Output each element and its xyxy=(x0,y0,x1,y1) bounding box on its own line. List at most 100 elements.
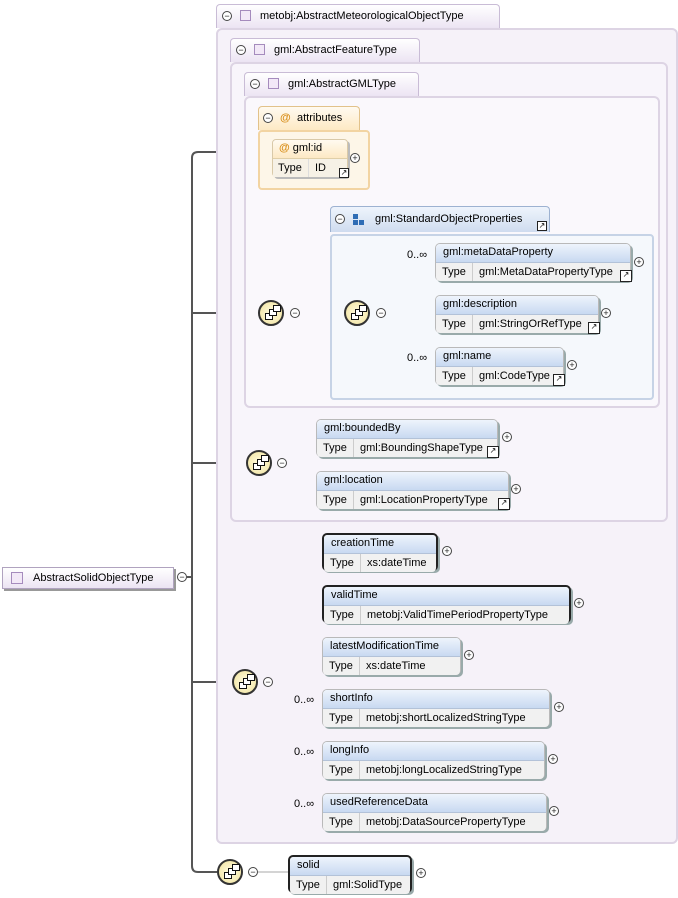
attribute-icon: @ xyxy=(280,112,291,124)
sequence-compositor-icon[interactable] xyxy=(232,669,258,695)
sequence-compositor-icon[interactable] xyxy=(258,300,284,326)
link-icon[interactable]: ↗ xyxy=(537,221,547,231)
sequence-compositor-icon[interactable] xyxy=(217,859,243,885)
collapse-icon[interactable]: − xyxy=(236,45,246,55)
type-key: Type xyxy=(323,709,360,727)
element-name: solid xyxy=(290,857,410,876)
standard-object-properties-tab[interactable]: − gml:StandardObjectProperties ↗ xyxy=(330,206,550,232)
collapse-icon[interactable]: − xyxy=(263,113,273,123)
expand-icon[interactable]: + xyxy=(548,754,558,764)
element-solid[interactable]: solid Type gml:SolidType xyxy=(288,855,412,894)
collapse-icon[interactable]: − xyxy=(177,572,187,582)
element-type: metobj:ValidTimePeriodPropertyType xyxy=(367,609,548,621)
type-key: Type xyxy=(324,606,361,624)
element-name: shortInfo xyxy=(323,690,549,709)
element-name: validTime xyxy=(324,587,569,606)
type-key: Type xyxy=(290,876,327,894)
element-type: gml:StringOrRefType xyxy=(479,318,582,330)
root-complex-type[interactable]: AbstractSolidObjectType xyxy=(2,567,174,589)
element-type: gml:LocationPropertyType xyxy=(360,494,488,506)
gml-type-tab[interactable]: − gml:AbstractGMLType xyxy=(244,72,419,96)
element-type: gml:BoundingShapeType xyxy=(360,442,483,454)
expand-icon[interactable]: + xyxy=(464,650,474,660)
type-key: Type xyxy=(323,813,360,831)
link-icon[interactable]: ↗ xyxy=(487,446,499,458)
sequence-compositor-icon[interactable] xyxy=(344,300,370,326)
collapse-icon[interactable]: − xyxy=(222,11,232,21)
element-type: xs:dateTime xyxy=(366,660,426,672)
attribute-icon: @ xyxy=(279,142,290,154)
element-name: gml:name xyxy=(436,348,563,367)
element-shortInfo[interactable]: shortInfo Type metobj:shortLocalizedStrin… xyxy=(322,689,550,727)
gml-type-label: gml:AbstractGMLType xyxy=(288,78,396,90)
element-name: gml:boundedBy xyxy=(317,420,497,439)
element-name: longInfo xyxy=(323,742,544,761)
cardinality-label: 0..∞ xyxy=(294,694,315,706)
attributes-tab[interactable]: − @ attributes xyxy=(258,106,360,130)
element-name: creationTime xyxy=(324,535,436,554)
collapse-icon[interactable]: − xyxy=(248,867,258,877)
expand-icon[interactable]: + xyxy=(554,702,564,712)
type-key: Type xyxy=(436,315,473,333)
group-icon xyxy=(353,214,365,226)
feature-type-tab[interactable]: − gml:AbstractFeatureType xyxy=(230,38,420,62)
type-key: Type xyxy=(436,367,473,385)
root-line-solid xyxy=(191,682,217,873)
element-type: metobj:shortLocalizedStringType xyxy=(366,712,526,724)
link-icon[interactable]: ↗ xyxy=(339,168,349,178)
element-validTime[interactable]: validTime Type metobj:ValidTimePeriodProp… xyxy=(322,585,571,624)
expand-icon[interactable]: + xyxy=(634,257,644,267)
link-icon[interactable]: ↗ xyxy=(588,322,600,334)
element-type: xs:dateTime xyxy=(367,557,427,569)
expand-icon[interactable]: + xyxy=(350,153,360,163)
cardinality-label: 0..∞ xyxy=(294,746,315,758)
group-label: gml:StandardObjectProperties xyxy=(375,213,523,225)
expand-icon[interactable]: + xyxy=(442,546,452,556)
element-name: gml:description xyxy=(436,296,598,315)
meteorological-object-type-label: metobj:AbstractMeteorologicalObjectType xyxy=(260,10,464,22)
expand-icon[interactable]: + xyxy=(549,806,559,816)
type-key: Type xyxy=(317,439,354,457)
link-icon[interactable]: ↗ xyxy=(553,374,565,386)
complex-type-icon xyxy=(254,44,265,55)
collapse-icon[interactable]: − xyxy=(250,79,260,89)
element-type: metobj:longLocalizedStringType xyxy=(366,764,522,776)
cardinality-label: 0..∞ xyxy=(294,798,315,810)
collapse-icon[interactable]: − xyxy=(376,308,386,318)
attribute-type: ID xyxy=(315,162,326,174)
collapse-icon[interactable]: − xyxy=(290,308,300,318)
expand-icon[interactable]: + xyxy=(567,360,577,370)
root-line-attributes xyxy=(187,151,270,578)
element-type: gml:SolidType xyxy=(333,879,403,891)
feature-type-label: gml:AbstractFeatureType xyxy=(274,44,397,56)
meteorological-object-type-tab[interactable]: − metobj:AbstractMeteorologicalObjectTyp… xyxy=(216,4,500,28)
expand-icon[interactable]: + xyxy=(511,484,521,494)
attribute-name: gml:id xyxy=(292,142,323,154)
link-icon[interactable]: ↗ xyxy=(620,270,632,282)
element-longInfo[interactable]: longInfo Type metobj:longLocalizedStringT… xyxy=(322,741,545,779)
expand-icon[interactable]: + xyxy=(502,432,512,442)
expand-icon[interactable]: + xyxy=(416,868,426,878)
link-icon[interactable]: ↗ xyxy=(498,498,510,510)
attributes-label: attributes xyxy=(297,112,343,124)
element-type: gml:CodeType xyxy=(479,370,550,382)
collapse-icon[interactable]: − xyxy=(277,458,287,468)
expand-icon[interactable]: + xyxy=(601,308,611,318)
element-type: gml:MetaDataPropertyType xyxy=(479,266,613,278)
type-key: Type xyxy=(436,263,473,281)
element-name[interactable]: gml:name Type gml:CodeType ↗ xyxy=(435,347,565,386)
collapse-icon[interactable]: − xyxy=(335,214,345,224)
element-type: metobj:DataSourcePropertyType xyxy=(366,816,526,828)
type-key: Type xyxy=(323,761,360,779)
collapse-icon[interactable]: − xyxy=(263,677,273,687)
sequence-compositor-icon[interactable] xyxy=(246,450,272,476)
expand-icon[interactable]: + xyxy=(574,598,584,608)
